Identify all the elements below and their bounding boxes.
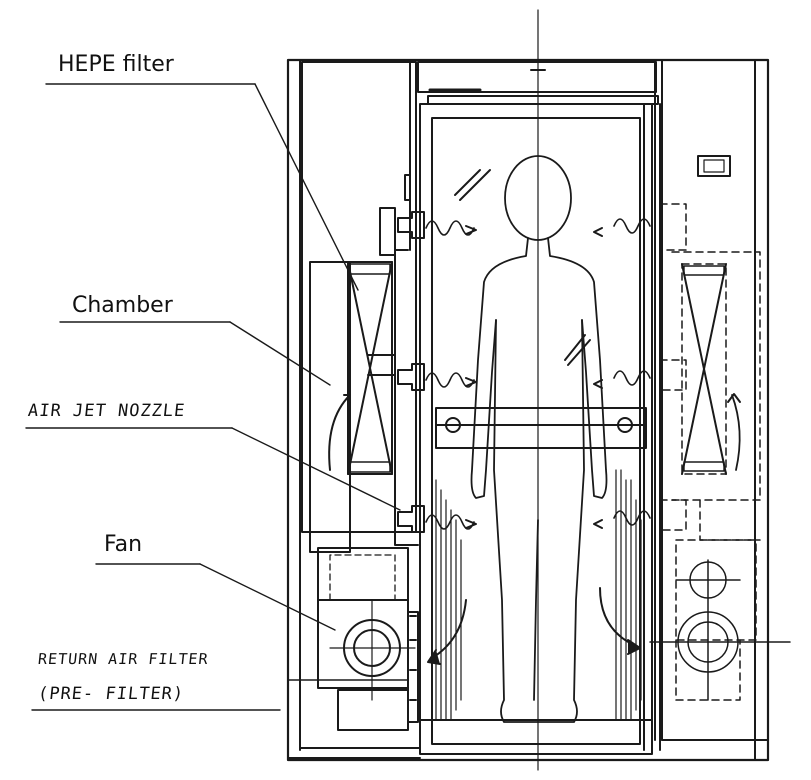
label-hepa-filter: HEPE filter bbox=[58, 52, 174, 77]
label-air-jet-nozzle: AIR JET NOZZLE bbox=[26, 401, 187, 421]
nozzle-right-mid bbox=[593, 370, 651, 389]
nozzle-right-bottom bbox=[593, 510, 651, 529]
hepa-filter-right bbox=[681, 263, 727, 475]
left-nozzle-column bbox=[367, 207, 419, 546]
label-return-air-filter: RETURN AIR FILTER bbox=[37, 650, 210, 668]
fan-unit bbox=[317, 547, 416, 731]
leader-lines bbox=[25, 83, 409, 711]
pre-filter bbox=[407, 611, 419, 723]
handle-bar bbox=[435, 407, 647, 449]
person-outline bbox=[470, 155, 608, 723]
right-dashed-assembly bbox=[659, 203, 761, 701]
nozzle-right-top bbox=[593, 218, 651, 237]
upper-left-panel bbox=[301, 61, 417, 533]
switch-box bbox=[697, 155, 731, 177]
hepa-filter-left bbox=[347, 261, 393, 475]
right-airflow-arrow bbox=[731, 394, 741, 471]
glass-mark bbox=[567, 339, 591, 366]
fan-unit-right bbox=[649, 559, 791, 701]
label-pre-filter: (PRE- FILTER) bbox=[36, 684, 186, 704]
nozzle-left-bottom bbox=[397, 505, 477, 533]
label-chamber: Chamber bbox=[72, 293, 173, 318]
nozzle-left-top bbox=[397, 211, 477, 239]
glass-mark bbox=[454, 169, 481, 196]
airflow-lines-right bbox=[615, 469, 642, 721]
airflow-lines-left bbox=[435, 479, 462, 721]
nozzle-left-mid bbox=[397, 363, 477, 391]
glass-mark bbox=[459, 169, 491, 201]
chamber-box bbox=[309, 261, 351, 553]
label-fan: Fan bbox=[104, 532, 143, 557]
return-arrow-left bbox=[431, 599, 467, 659]
chamber-airflow-arrow bbox=[328, 394, 351, 471]
